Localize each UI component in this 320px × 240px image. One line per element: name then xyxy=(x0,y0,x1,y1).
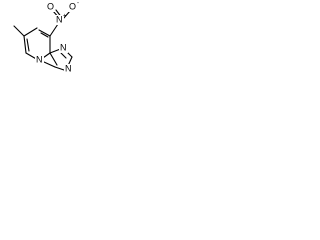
nitro-nitrogen-background xyxy=(55,15,64,25)
ring-nitrogen-top-label: N xyxy=(60,42,67,52)
nitro-charge-plus: + xyxy=(63,14,67,20)
bond-triazole-4 xyxy=(54,66,65,71)
bond-ring-2 xyxy=(38,29,51,37)
molecule-structure: N + O O - N N N xyxy=(13,1,79,74)
bond-nitro-attachment xyxy=(49,23,59,37)
bond-ring-2-double xyxy=(40,32,49,38)
ring-nitrogen-bridge-label: N xyxy=(36,54,43,64)
ring-nitrogen-bridge-background xyxy=(35,55,44,65)
ring-nitrogen-top-background xyxy=(59,43,68,53)
nitro-oxygen-right-label: O xyxy=(69,1,76,11)
nitro-oxygen-left-label: O xyxy=(47,1,54,11)
nitro-oxygen-right-background xyxy=(68,2,78,12)
bond-ring-6 xyxy=(23,35,27,54)
bond-methyl xyxy=(13,25,25,37)
ring-nitrogen-right-label: N xyxy=(65,63,72,73)
bond-ring-6-double xyxy=(26,38,30,52)
ring-nitrogen-right-background xyxy=(64,64,73,74)
nitro-nitrogen-label: N xyxy=(56,14,63,24)
nitro-charge-minus: - xyxy=(77,1,79,7)
bond-nitro-oxygen-right xyxy=(62,10,71,20)
bond-ring-1 xyxy=(23,27,38,37)
bond-triazole-2-double xyxy=(60,52,67,59)
bond-triazole-5 xyxy=(49,52,58,66)
bond-triazole-6 xyxy=(43,61,56,68)
nitro-oxygen-left-background xyxy=(46,2,55,12)
